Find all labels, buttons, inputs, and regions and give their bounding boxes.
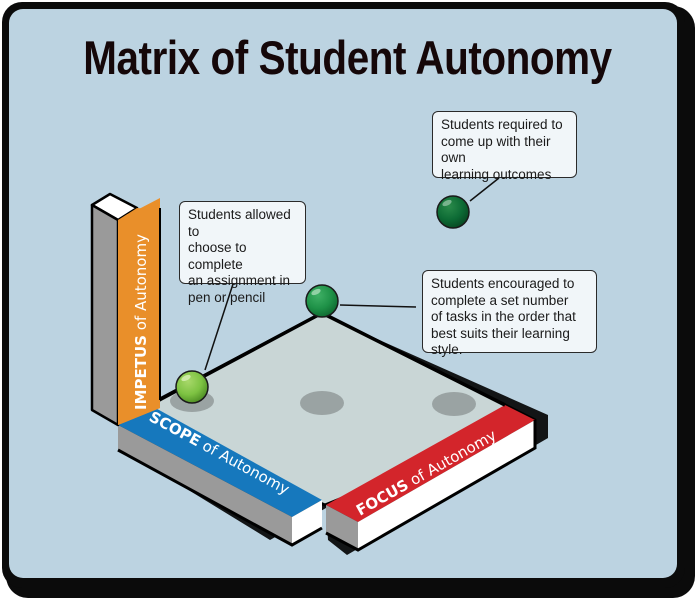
callout-tasks-order: Students encouraged to complete a set nu… (422, 270, 597, 357)
marker-mid-autonomy (305, 284, 339, 318)
page-title: Matrix of Student Autonomy (83, 31, 612, 84)
marker-shadow (300, 391, 344, 415)
marker-shadow (432, 392, 476, 416)
scope-strip (118, 405, 322, 517)
marker-low-autonomy (175, 370, 209, 404)
connector-tasks-order (339, 304, 417, 308)
focus-side-gray (326, 505, 358, 550)
marker-high-autonomy (436, 195, 470, 229)
focus-side-white (358, 420, 535, 550)
impetus-pillar (90, 192, 161, 427)
pillar-side (90, 203, 120, 427)
callout-outcomes: Students required to come up with their … (432, 111, 577, 182)
connector-pen-pencil (204, 283, 234, 371)
scope-side-gray (118, 425, 292, 545)
impetus-label: IMPETUS of Autonomy (132, 234, 150, 410)
focus-edge (325, 420, 537, 552)
impetus-face (118, 198, 160, 425)
connector-outcomes (469, 177, 500, 202)
scope-edge (117, 448, 323, 547)
platform (117, 311, 548, 555)
callout-pen-pencil: Students allowed to choose to complete a… (179, 201, 306, 305)
focus-strip (326, 405, 535, 522)
scope-side-white (292, 500, 322, 545)
